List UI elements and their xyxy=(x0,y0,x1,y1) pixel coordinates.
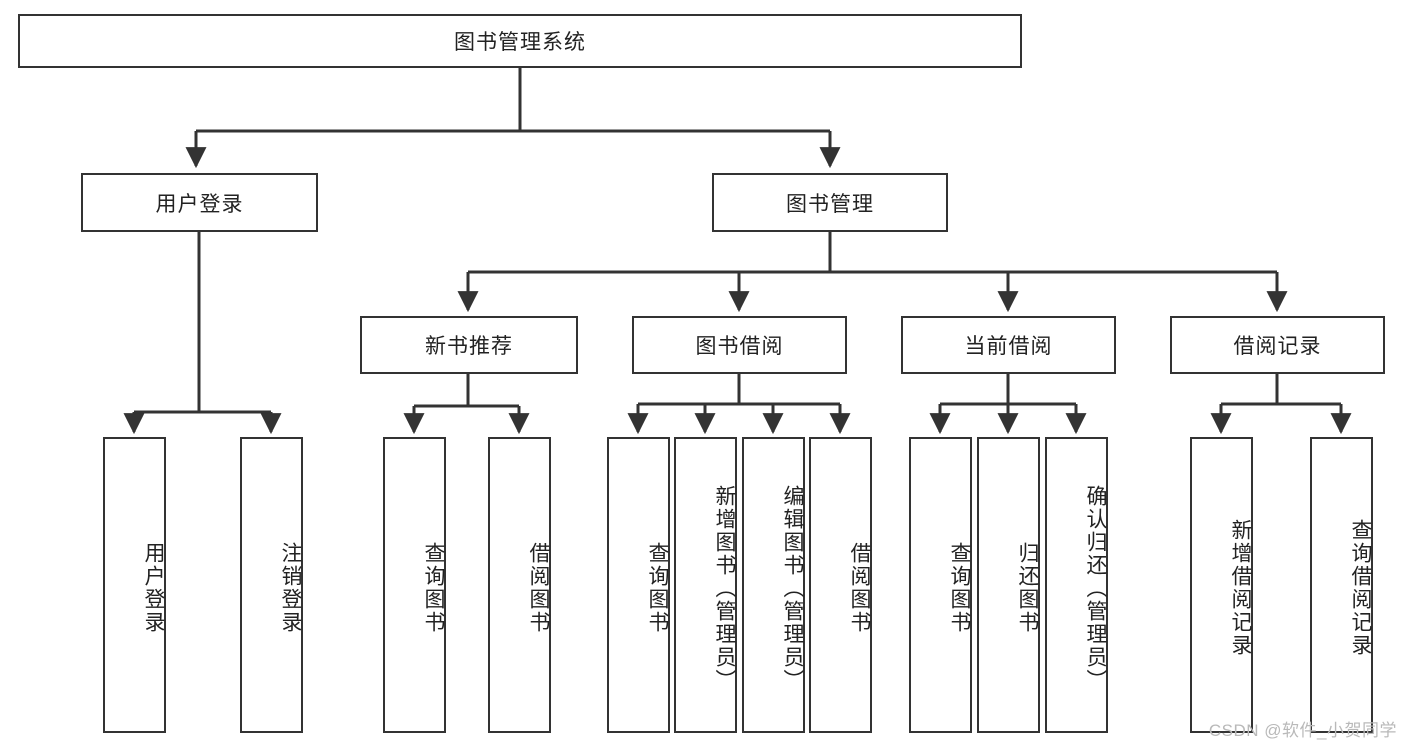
node-book-manage-label: 图书管理 xyxy=(786,192,874,216)
node-leaf-borrow-book-1-label: 借阅图书 xyxy=(527,542,550,634)
node-leaf-logout[interactable]: 注销登录 xyxy=(240,437,303,733)
node-leaf-query-book-3[interactable]: 查询图书 xyxy=(909,437,972,733)
node-book-borrow[interactable]: 图书借阅 xyxy=(632,316,847,374)
node-leaf-add-record-label: 新增借阅记录 xyxy=(1229,519,1252,657)
node-leaf-return-book[interactable]: 归还图书 xyxy=(977,437,1040,733)
node-leaf-query-book-1-label: 查询图书 xyxy=(422,542,445,634)
node-current-borrow-label: 当前借阅 xyxy=(964,335,1053,358)
node-current-borrow[interactable]: 当前借阅 xyxy=(901,316,1116,374)
node-borrow-record[interactable]: 借阅记录 xyxy=(1170,316,1385,374)
node-leaf-edit-book-label: 编辑图书（管理员） xyxy=(781,484,804,692)
node-leaf-query-record-label: 查询借阅记录 xyxy=(1349,519,1372,657)
node-new-book-rec-label: 新书推荐 xyxy=(425,335,513,358)
node-root[interactable]: 图书管理系统 xyxy=(18,14,1022,68)
node-root-label: 图书管理系统 xyxy=(454,31,586,54)
node-user-login-label: 用户登录 xyxy=(155,192,244,216)
node-leaf-add-book[interactable]: 新增图书（管理员） xyxy=(674,437,737,733)
node-book-borrow-label: 图书借阅 xyxy=(695,335,784,358)
node-new-book-rec[interactable]: 新书推荐 xyxy=(360,316,578,374)
node-book-manage[interactable]: 图书管理 xyxy=(712,173,948,232)
node-leaf-query-book-2-label: 查询图书 xyxy=(646,542,669,634)
node-leaf-query-book-2[interactable]: 查询图书 xyxy=(607,437,670,733)
node-leaf-add-book-label: 新增图书（管理员） xyxy=(713,484,736,692)
node-leaf-query-book-3-label: 查询图书 xyxy=(948,542,971,634)
node-borrow-record-label: 借阅记录 xyxy=(1233,335,1322,358)
node-leaf-return-book-label: 归还图书 xyxy=(1016,542,1039,634)
node-leaf-user-login[interactable]: 用户登录 xyxy=(103,437,166,733)
node-leaf-query-record[interactable]: 查询借阅记录 xyxy=(1310,437,1373,733)
node-leaf-borrow-book-2[interactable]: 借阅图书 xyxy=(809,437,872,733)
watermark: CSDN @软件_小贺同学 xyxy=(1208,721,1397,740)
node-leaf-borrow-book-1[interactable]: 借阅图书 xyxy=(488,437,551,733)
node-leaf-borrow-book-2-label: 借阅图书 xyxy=(848,542,871,634)
node-leaf-confirm-return-label: 确认归还（管理员） xyxy=(1084,484,1107,692)
node-user-login[interactable]: 用户登录 xyxy=(81,173,318,232)
node-leaf-user-login-label: 用户登录 xyxy=(142,542,165,634)
node-leaf-query-book-1[interactable]: 查询图书 xyxy=(383,437,446,733)
node-leaf-confirm-return[interactable]: 确认归还（管理员） xyxy=(1045,437,1108,733)
node-leaf-add-record[interactable]: 新增借阅记录 xyxy=(1190,437,1253,733)
node-leaf-logout-label: 注销登录 xyxy=(279,542,302,634)
node-leaf-edit-book[interactable]: 编辑图书（管理员） xyxy=(742,437,805,733)
